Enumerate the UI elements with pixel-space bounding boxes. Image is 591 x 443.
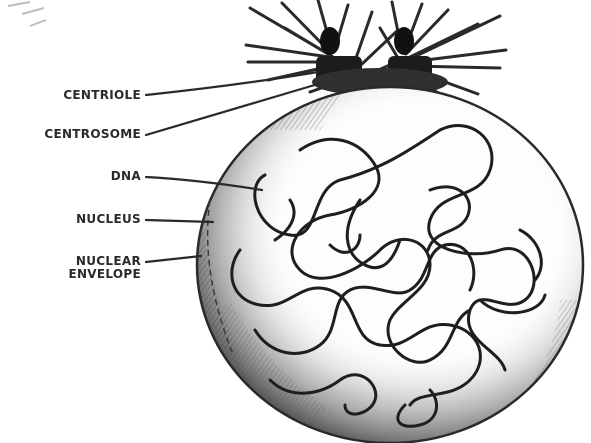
label-centriole: CENTRIOLE bbox=[63, 89, 141, 102]
corner-smudge bbox=[8, 2, 46, 26]
centriole-left bbox=[320, 27, 340, 55]
label-centrosome: CENTROSOME bbox=[44, 128, 141, 141]
label-nuclear-envelope: NUCLEAR ENVELOPE bbox=[68, 255, 141, 281]
label-nucleus: NUCLEUS bbox=[76, 213, 141, 226]
leader-nuclear-envelope bbox=[146, 256, 201, 262]
label-dna: DNA bbox=[111, 170, 141, 183]
centriole-right bbox=[394, 27, 414, 55]
